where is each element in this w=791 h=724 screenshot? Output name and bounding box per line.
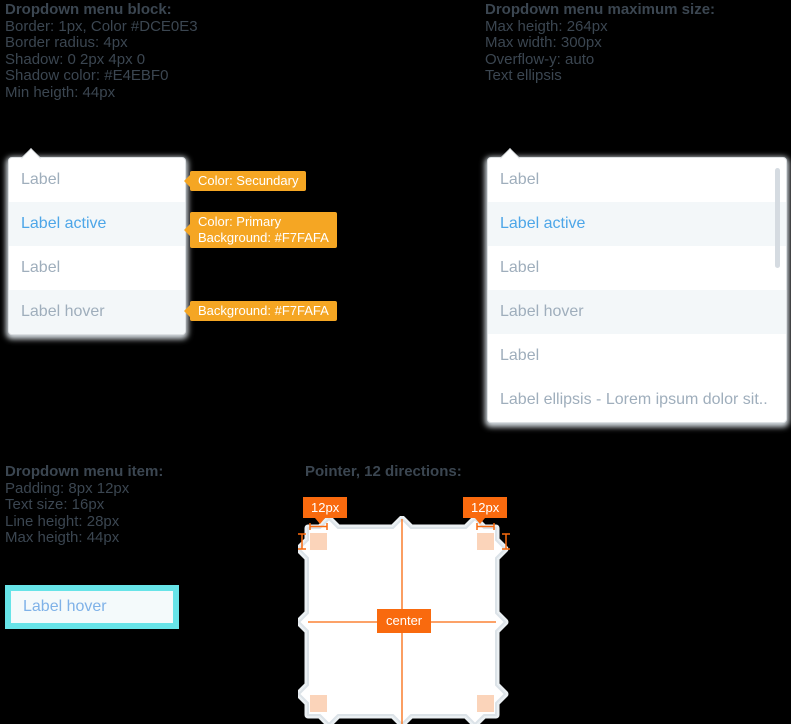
spec-line: Max heigth: 264px [485,17,608,35]
spec-block-menu-item: Dropdown menu item: Padding: 8px 12px Te… [5,463,285,547]
spec-line: Shadow color: #E4EBF0 [5,67,169,85]
corner-marker-bottom-left [310,695,327,712]
measure-bracket-right [476,523,495,530]
measure-ibeam-right [502,533,510,550]
menu-item-label-hover[interactable]: Label hover [488,290,786,334]
scrollbar-thumb[interactable] [775,168,780,268]
spec-line: Max width: 300px [485,34,602,52]
spec-line: Max heigth: 44px [5,529,120,547]
pointer-section-title: Pointer, 12 directions: [305,463,462,480]
menu-item-label-active[interactable]: Label active [488,202,786,246]
annotation-text: Color: Primary [198,214,282,229]
tag-12px-right: 12px [463,497,508,524]
menu-item-label-ellipsis[interactable]: Label ellipsis - Lorem ipsum dolor sit.. [500,391,768,408]
annotation-tag-active: Color: Primary Background: #F7FAFA [184,212,337,248]
spec-block-menu-max-size: Dropdown menu maximum size: Max heigth: … [485,1,785,85]
spec-line: Text ellipsis [485,67,562,85]
menu-item-label-hover[interactable]: Label hover [23,598,107,615]
spec-line: Border radius: 4px [5,34,128,52]
annotation-text: Background: #F7FAFA [198,230,329,245]
corner-marker-bottom-right [477,695,494,712]
menu-item-label-active[interactable]: Label active [9,202,185,246]
spec-title-menu-item: Dropdown menu item: [5,463,164,480]
spec-line: Text size: 16px [5,496,105,514]
spec-line: Overflow-y: auto [485,50,595,68]
annotation-text: Background: #F7FAFA [198,303,329,318]
dropdown-menu-small: Label Label active Label Label hover [8,157,186,335]
spec-line: Padding: 8px 12px [5,479,130,497]
spec-line: Shadow: 0 2px 4px 0 [5,50,146,68]
tag-12px-left: 12px [303,497,348,524]
annotation-tag-secondary: Color: Secundary [183,171,307,191]
annotation-tag-hover: Background: #F7FAFA [184,301,337,321]
menu-item-label[interactable]: Label [21,171,61,188]
menu-item-hover-demo: Label hover [5,585,179,629]
spec-title-menu-max-size: Dropdown menu maximum size: [485,1,716,18]
menu-item-label[interactable]: Label [500,171,540,188]
menu-item-label[interactable]: Label [500,259,540,276]
menu-item-label-hover[interactable]: Label hover [9,290,185,334]
dropdown-menu-large: Label Label active Label Label hover Lab… [487,157,787,423]
spec-line: Border: 1px, Color #DCE0E3 [5,17,198,35]
menu-item-label[interactable]: Label [500,347,540,364]
menu-item-label[interactable]: Label [21,259,61,276]
measure-bracket-left [309,523,328,530]
spec-line: Min heigth: 44px [5,83,116,101]
spec-block-menu-block: Dropdown menu block: Border: 1px, Color … [5,1,305,102]
corner-marker-top-right [477,533,494,550]
center-label: center [377,609,432,633]
corner-marker-top-left [310,533,327,550]
annotation-text: Color: Secundary [198,173,299,188]
measure-ibeam-left [298,533,306,550]
spec-title-menu-block: Dropdown menu block: [5,1,172,18]
spec-line: Line height: 28px [5,512,120,530]
